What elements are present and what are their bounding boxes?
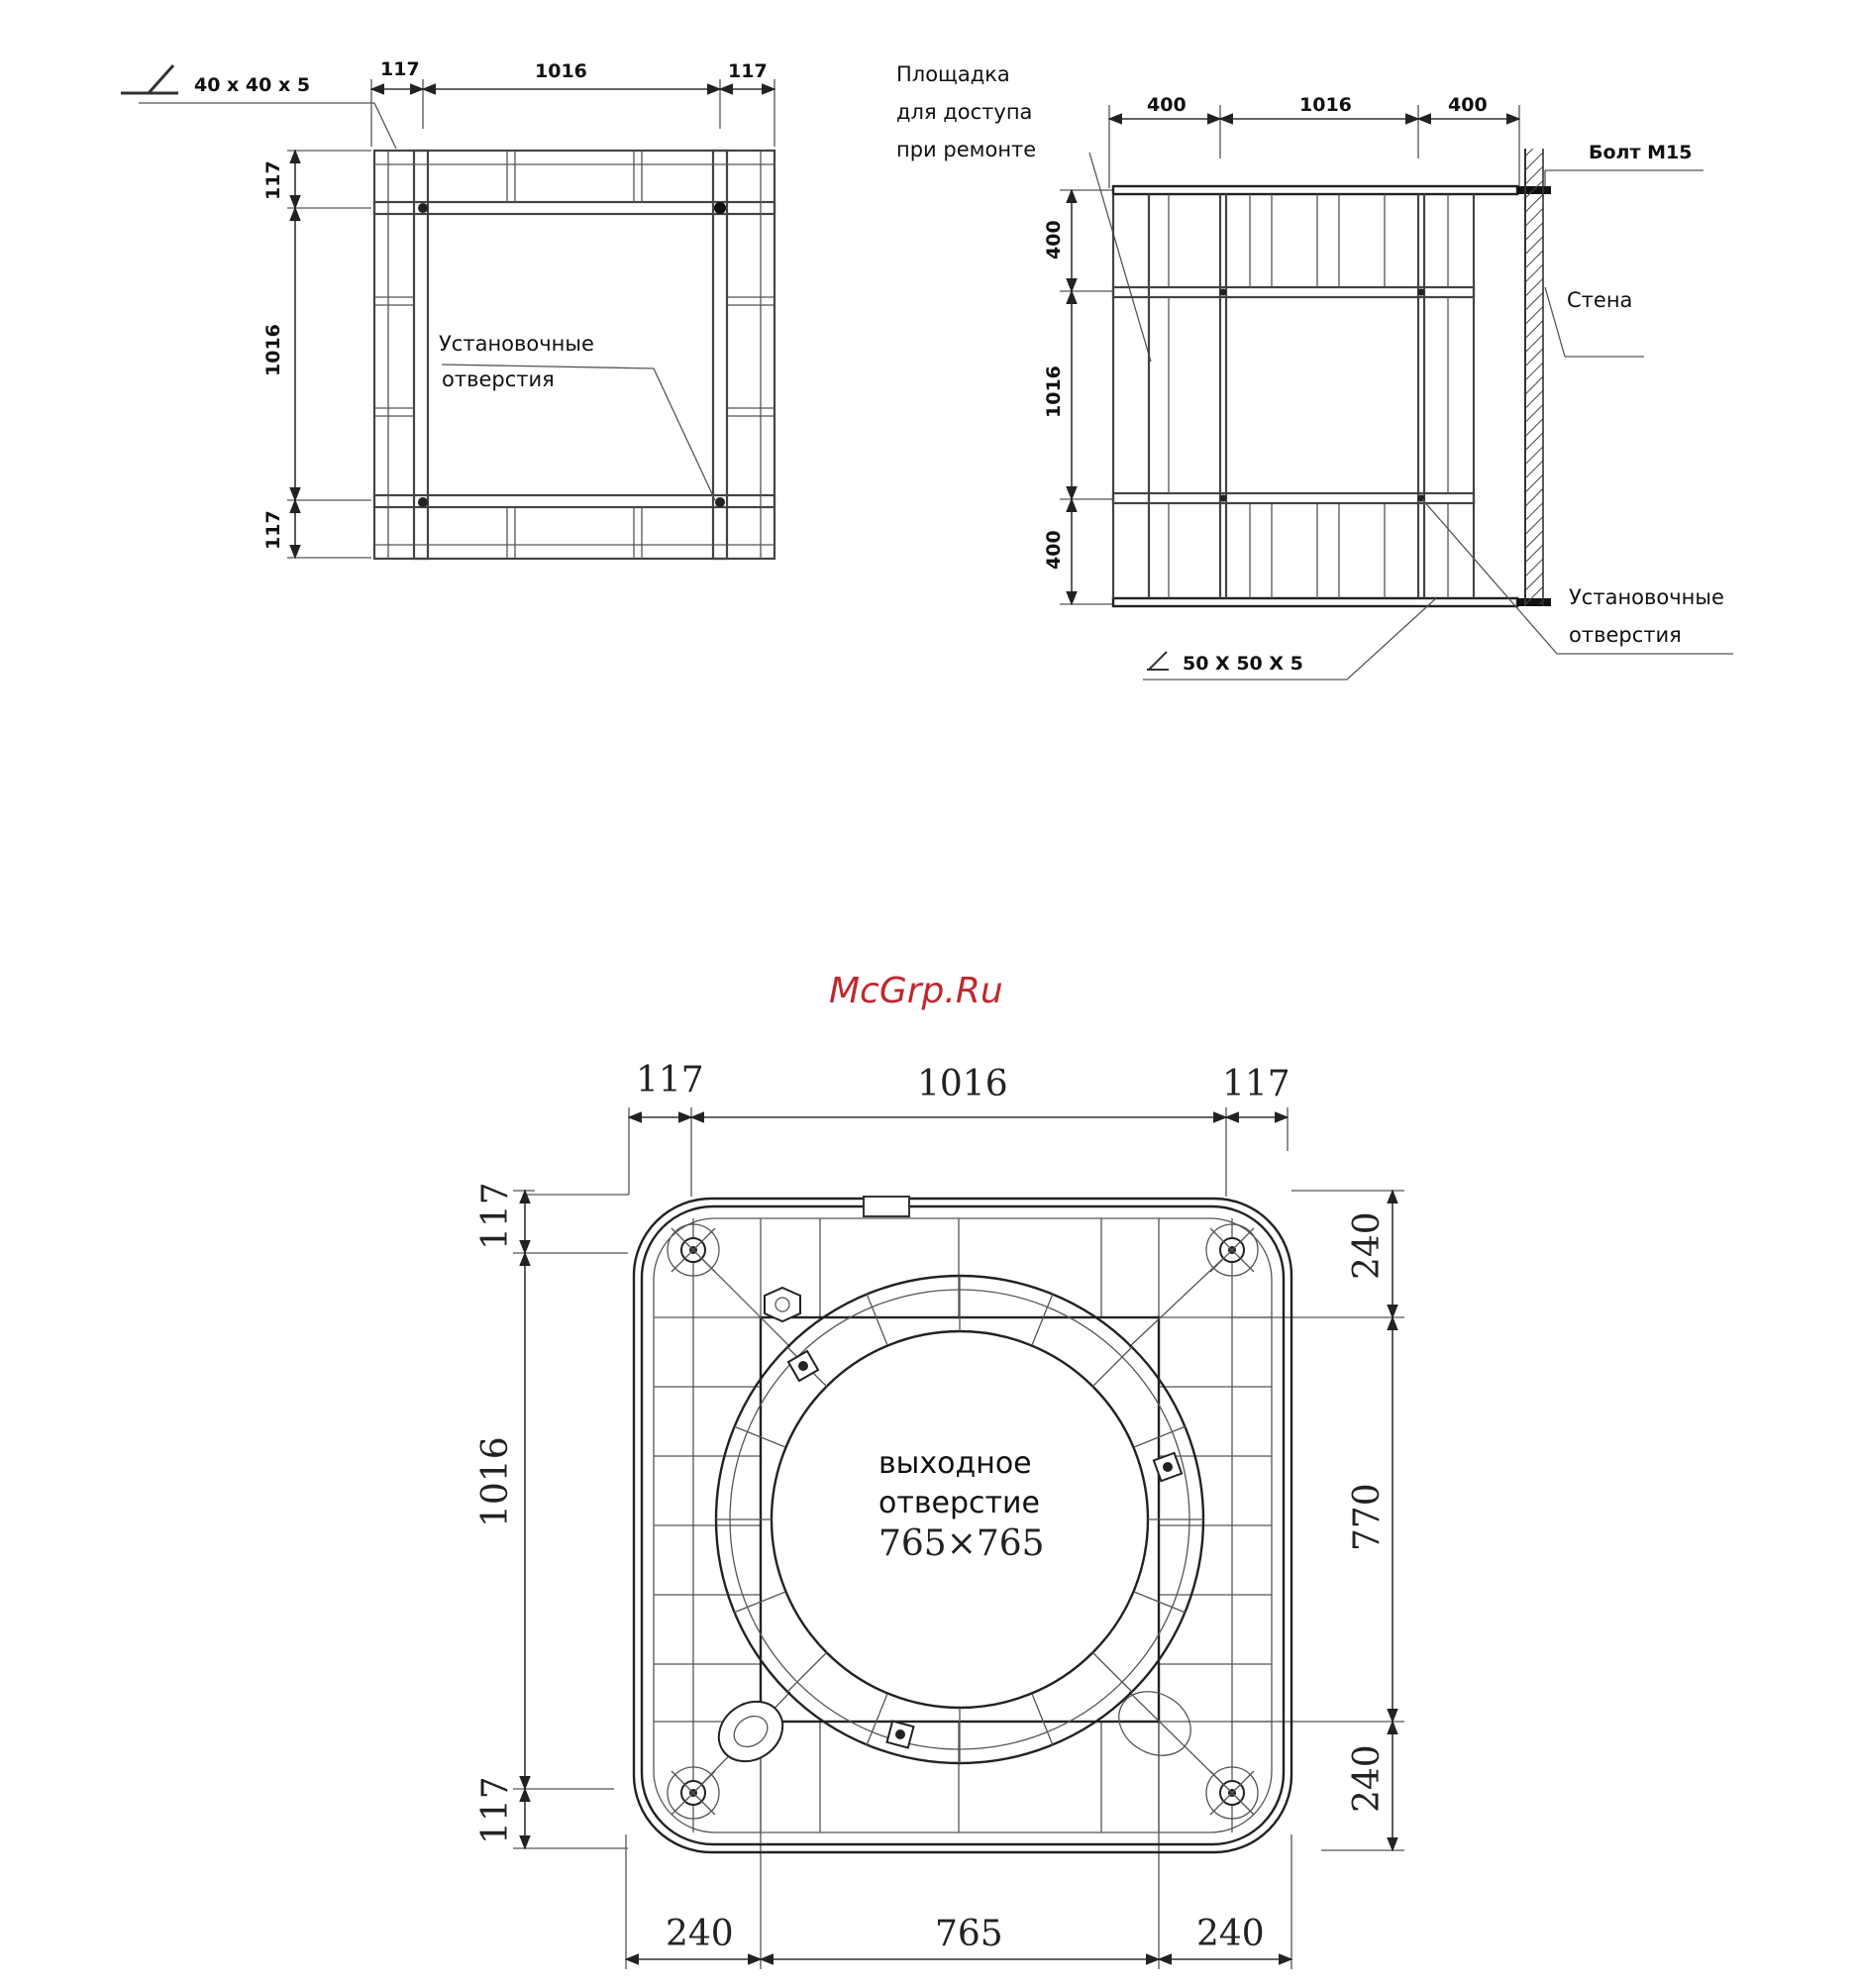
d3-dim-top-mid: 1016 bbox=[917, 1064, 1008, 1104]
d2-angle-label: 50 X 50 X 5 bbox=[1183, 653, 1303, 675]
d2-dim-top-left: 400 bbox=[1147, 94, 1187, 116]
d3-dim-right-mid: 770 bbox=[1347, 1483, 1388, 1551]
outlet-label-line1: выходное bbox=[878, 1446, 1032, 1481]
d1-holes-label-line1: Установочные bbox=[439, 332, 594, 356]
d3-dim-left-mid: 1016 bbox=[475, 1436, 516, 1527]
platform-label-line2: для доступа bbox=[896, 100, 1032, 124]
d1-dim-top-right: 117 bbox=[728, 60, 768, 82]
outlet-label-line2: отверстие bbox=[878, 1486, 1040, 1520]
d1-holes-label-line2: отверстия bbox=[442, 367, 555, 391]
wall-bracket-diagram: Площадка для доступа при ремонте 400 101… bbox=[896, 62, 1733, 680]
frame-plan-diagram: 40 x 40 x 5 117 1016 117 117 1016 117 bbox=[121, 58, 774, 559]
d3-dim-left-bottom: 117 bbox=[475, 1776, 516, 1844]
d1-dim-left-mid: 1016 bbox=[262, 324, 284, 376]
d1-dim-top-left: 117 bbox=[380, 58, 420, 80]
d3-dim-left-top: 117 bbox=[475, 1182, 516, 1250]
angle-steel-icon-2 bbox=[1147, 652, 1169, 670]
d1-dim-left-bottom: 117 bbox=[262, 510, 284, 550]
bracket-frame bbox=[1113, 186, 1551, 606]
d3-dim-right-top: 240 bbox=[1347, 1211, 1388, 1280]
d1-dim-top-mid: 1016 bbox=[535, 60, 587, 82]
d2-dim-left-mid: 1016 bbox=[1043, 366, 1065, 418]
d2-dim-left-top: 400 bbox=[1043, 220, 1065, 260]
wall bbox=[1525, 149, 1543, 606]
watermark: McGrp.Ru bbox=[829, 971, 1003, 1011]
d3-dim-top-left: 117 bbox=[636, 1060, 704, 1100]
d2-dim-top-mid: 1016 bbox=[1299, 94, 1352, 116]
d3-dim-right-bottom: 240 bbox=[1347, 1744, 1388, 1813]
d3-dim-bottom-right: 240 bbox=[1196, 1914, 1265, 1954]
angle-label: 40 x 40 x 5 bbox=[194, 74, 310, 96]
d1-dim-left-top: 117 bbox=[262, 160, 284, 200]
wall-label: Стена bbox=[1567, 288, 1632, 312]
panel-plan-diagram: 117 1016 117 117 1016 117 240 770 240 24… bbox=[475, 1060, 1404, 1969]
bolt-label: Болт M15 bbox=[1589, 142, 1692, 163]
d3-dim-bottom-mid: 765 bbox=[935, 1914, 1003, 1954]
outlet-size-label: 765×765 bbox=[878, 1523, 1045, 1564]
d3-dim-top-right: 117 bbox=[1222, 1064, 1290, 1104]
d2-dim-top-right: 400 bbox=[1448, 94, 1488, 116]
hex-nut-icon bbox=[765, 1288, 800, 1321]
angle-steel-icon bbox=[121, 65, 178, 93]
d2-dim-left-bottom: 400 bbox=[1043, 530, 1065, 570]
d2-holes-label-line2: отверстия bbox=[1569, 623, 1682, 647]
platform-label-line1: Площадка bbox=[896, 62, 1010, 86]
d3-dim-bottom-left: 240 bbox=[666, 1914, 734, 1954]
d2-holes-label-line1: Установочные bbox=[1569, 585, 1724, 609]
platform-label-line3: при ремонте bbox=[896, 138, 1036, 161]
